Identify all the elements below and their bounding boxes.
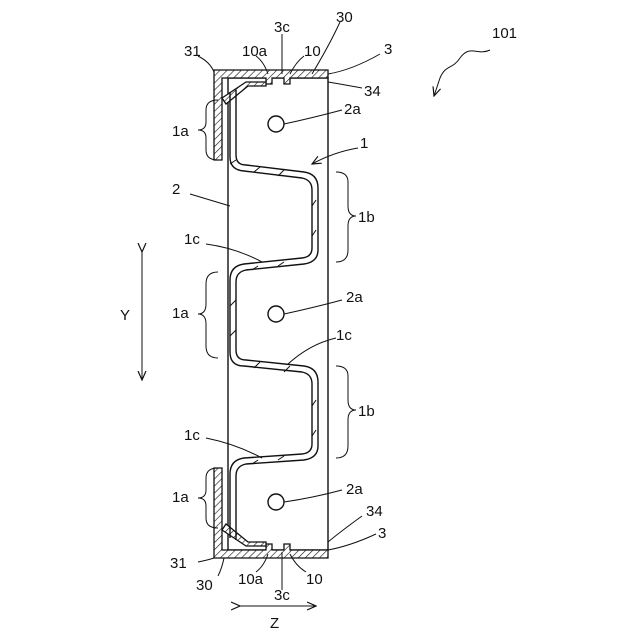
label-1c-mid: 1c	[336, 327, 352, 344]
plate-outline	[228, 78, 328, 550]
hole-middle	[268, 306, 284, 322]
label-1b-lower: 1b	[358, 403, 375, 420]
label-3c-bot: 3c	[274, 587, 290, 604]
label-1-top: 1	[360, 135, 368, 152]
label-10-top: 10	[304, 43, 321, 60]
label-34-top: 34	[364, 83, 381, 100]
label-34-bot: 34	[366, 503, 383, 520]
label-10a-top: 10a	[242, 43, 268, 60]
label-31-top: 31	[184, 43, 201, 60]
label-3-top: 3	[384, 41, 392, 58]
label-1c-lower: 1c	[184, 427, 200, 444]
brace-1b-lower	[336, 366, 356, 458]
label-1a-top: 1a	[172, 123, 189, 140]
figure-reference: 101	[434, 25, 517, 96]
figure-number: 101	[492, 25, 517, 42]
label-3-bot: 3	[378, 525, 386, 542]
fin-inner	[230, 92, 312, 538]
brace-1b-upper	[336, 172, 356, 262]
label-10-bot: 10	[306, 571, 323, 588]
end-caps	[214, 70, 328, 558]
bottom-cap	[214, 468, 328, 558]
region-braces	[198, 100, 356, 528]
top-cap	[214, 70, 328, 160]
callout-labels: 31 10a 3c 10 30 3 34 1a 2a 1 2 1b 1c 1a …	[170, 9, 392, 604]
label-30-bot: 30	[196, 577, 213, 594]
label-31-bot: 31	[170, 555, 187, 572]
label-2a-mid: 2a	[346, 289, 363, 306]
fin-outer	[236, 90, 318, 540]
brace-1a-mid	[198, 272, 218, 358]
label-1b-upper: 1b	[358, 209, 375, 226]
label-30-top: 30	[336, 9, 353, 26]
hole-bottom	[268, 494, 284, 510]
label-2a-top: 2a	[344, 101, 361, 118]
y-axis-label: Y	[120, 307, 130, 324]
label-1a-bot: 1a	[172, 489, 189, 506]
label-2: 2	[172, 181, 180, 198]
label-1c-upper: 1c	[184, 231, 200, 248]
label-3c-top: 3c	[274, 19, 290, 36]
label-2a-bot: 2a	[346, 481, 363, 498]
label-10a-bot: 10a	[238, 571, 264, 588]
corrugated-fin	[230, 90, 318, 540]
label-1a-mid: 1a	[172, 305, 189, 322]
hole-top	[268, 116, 284, 132]
z-axis-label: Z	[270, 615, 279, 632]
